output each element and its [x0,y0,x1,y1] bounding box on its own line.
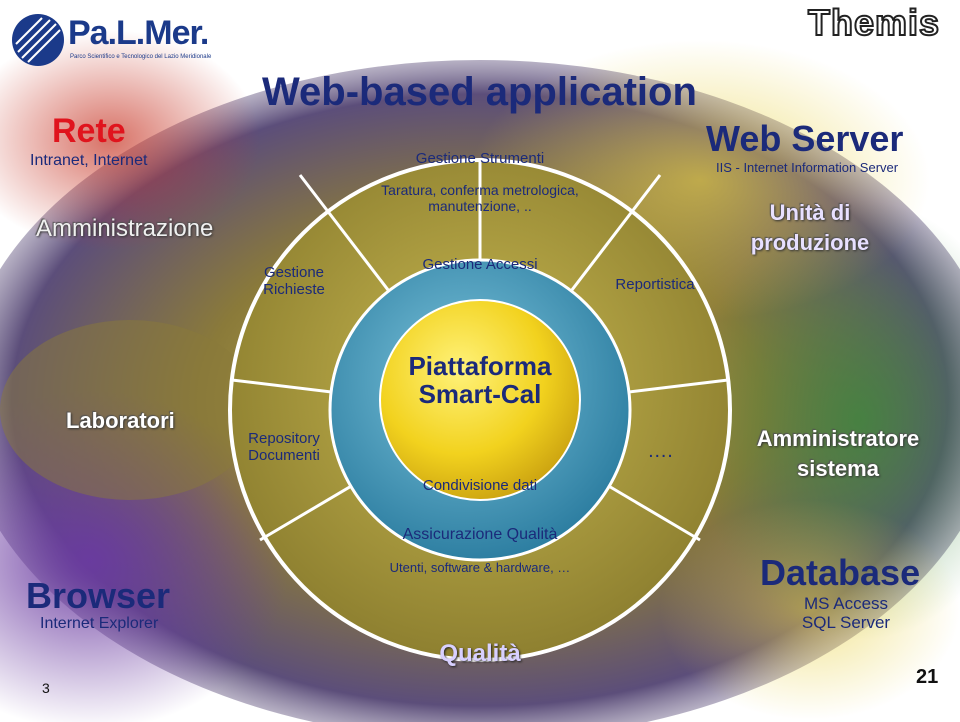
unita-produzione-label: Unità di produzione [720,198,900,258]
unita-line2: produzione [750,230,870,255]
themis-brand: Themis [807,1,941,44]
rete-subtitle: Intranet, Internet [30,152,148,169]
dots-label: …. [647,440,673,462]
laboratori-label: Laboratori [66,408,175,433]
center-title: Piattaforma Smart-Cal [380,352,580,408]
database-title: Database [760,552,921,593]
center-line1: Piattaforma [408,351,552,381]
admin-line1: Amministratore [756,426,920,451]
rete-title: Rete [52,112,126,150]
richieste-line2: Richieste [263,281,325,298]
unita-line1: Unità di [769,200,851,225]
amministrazione-label: Amministrazione [36,215,214,242]
taratura-label: Taratura, conferma metrologica, manutenz… [340,182,620,214]
database-subtitle: MS Access SQL Server [776,594,916,632]
webserver-subtitle: IIS - Internet Information Server [716,160,899,175]
reportistica-label: Reportistica [615,276,695,293]
webserver-title: Web Server [706,118,904,159]
page-number-right: 21 [916,666,939,688]
palmer-logo: Pa.L.Mer. Parco Scientifico e Tecnologic… [10,10,212,70]
gestione-richieste-label: Gestione Richieste [244,264,344,298]
page-number-left: 3 [42,680,50,696]
amministratore-sistema-label: Amministratore sistema [730,424,946,484]
assicurazione-label: Assicurazione Qualità [402,526,558,543]
repository-line2: Documenti [248,447,320,464]
admin-line2: sistema [797,456,879,481]
taratura-line1: Taratura, conferma metrologica, [381,182,579,198]
browser-title: Browser [26,575,171,616]
repository-label: Repository Documenti [234,430,334,464]
richieste-line1: Gestione [263,264,325,281]
repository-line1: Repository [248,430,320,447]
palmer-logo-icon [12,14,64,66]
gestione-strumenti-label: Gestione Strumenti [415,150,545,167]
center-line2: Smart-Cal [418,379,542,409]
logo-tagline: Parco Scientifico e Tecnologico del Lazi… [70,54,212,60]
page-title: Web-based application [262,70,697,114]
db-line1: MS Access [803,594,889,613]
logo-name: Pa.L.Mer. [68,14,209,52]
browser-subtitle: Internet Explorer [40,615,159,632]
db-line2: SQL Server [801,613,891,632]
condivisione-label: Condivisione dati [422,477,538,494]
utenti-label: Utenti, software & hardware, … [389,560,571,575]
qualita-label: Qualità [439,640,521,667]
gestione-accessi-label: Gestione Accessi [422,256,538,273]
taratura-line2: manutenzione, .. [428,198,532,214]
